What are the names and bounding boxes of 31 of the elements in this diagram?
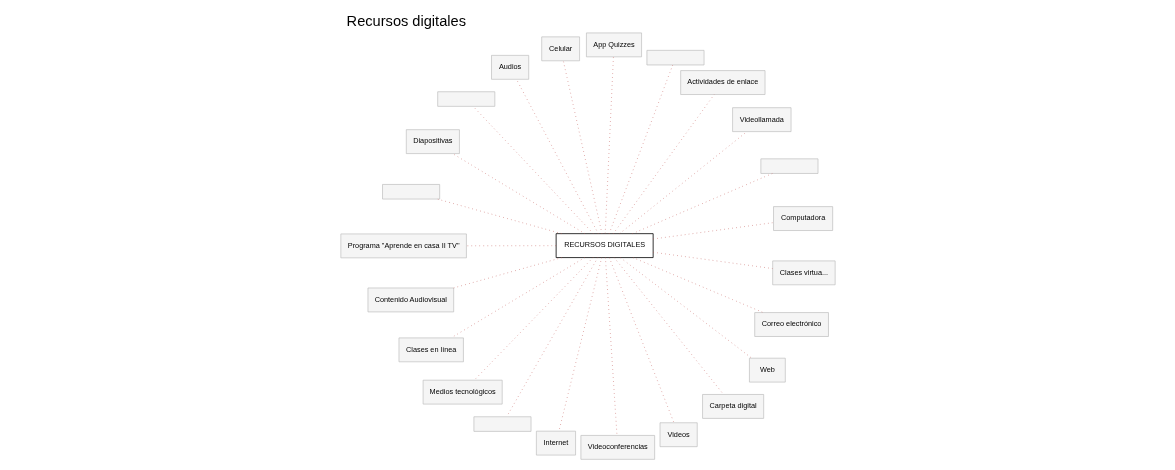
node-box: App Quizzes (585, 32, 642, 57)
node-box: Programa "Aprende en casa II TV" (340, 233, 467, 258)
node-box: Contenido Audiovisual (367, 287, 454, 312)
node-box (646, 49, 704, 65)
node-box: Videos (659, 421, 698, 447)
connector (652, 221, 774, 239)
node-box (473, 415, 531, 432)
node-box: RECURSOS DIGITALES (555, 232, 654, 258)
connector (631, 172, 773, 234)
node-box: Audios (490, 54, 529, 80)
node-box: Celular (540, 36, 580, 61)
node-box: Carpeta digital (701, 393, 764, 419)
node-box: Correo electrónico (753, 311, 829, 337)
node-box (436, 90, 495, 107)
connector (452, 152, 585, 234)
connector (436, 198, 562, 234)
node-box: Internet (535, 430, 576, 455)
node-box: Actividades de enlace (679, 69, 765, 95)
diagram-title: Recursos digitales (346, 12, 466, 29)
node-box: Diapositivas (405, 128, 460, 154)
connector (472, 105, 594, 234)
node-box (760, 158, 818, 174)
node-box (381, 183, 440, 199)
node-box: Videollamada (731, 106, 791, 132)
node-box: Web (748, 357, 786, 382)
connector (562, 60, 602, 234)
node-box: Clases virtua... (771, 260, 835, 285)
node-box: Videoconferencias (580, 434, 655, 460)
node-box: Clases en línea (398, 337, 464, 362)
node-box: Computadora (772, 205, 833, 231)
node-box: Medios tecnológicos (422, 379, 502, 404)
